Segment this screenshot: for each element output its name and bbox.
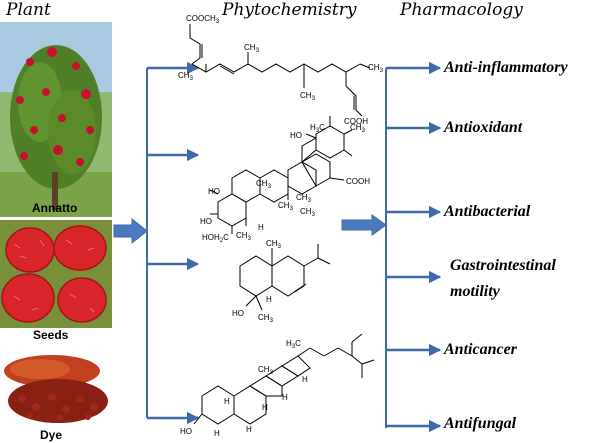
bixin-ch3-label-4: CH3: [368, 63, 384, 74]
sterol-h-label-5: H: [246, 425, 252, 434]
activity-gastrointestinal: Gastrointestinal: [450, 257, 556, 274]
bixin-ch3-label-2: CH3: [244, 43, 260, 54]
sterol-h3c-label: H3C: [286, 339, 301, 350]
annatto-seeds-photo: [0, 220, 112, 328]
compound-bixin-labels: COOCH3 CH3 CH3 CH3 CH3 COOH: [178, 14, 384, 126]
activity-gastrointestinal-motility: motility: [450, 283, 500, 300]
plant-label-dye: Dye: [40, 428, 63, 442]
triterpene-h-label: H: [258, 223, 264, 232]
plant-label-annatto: Annatto: [32, 201, 78, 215]
sterol-h-label-1: H: [302, 375, 308, 384]
compound-sterol-labels: H3C H CH3 H H H H H HO: [180, 339, 308, 438]
sterol-h-label-3: H: [262, 403, 268, 412]
plant-header: Plant: [6, 0, 51, 20]
triterpene-ch3-label-1: CH3: [350, 123, 366, 134]
triterpene-cooh-label: COOH: [346, 177, 370, 186]
phytochemistry-header: Phytochemistry: [222, 0, 357, 20]
compound-triterpenoid-labels: H3C CH3 HO COOH CH3 HO CH3 CH3 HO HOH2C …: [200, 123, 370, 244]
compound-sesquiterpene-structure: [239, 244, 331, 311]
compound-sesquiterpene-labels: CH3 H HO CH3: [232, 239, 282, 324]
annatto-dye-photo: [0, 347, 112, 427]
triterpene-ch3-label-5: CH3: [236, 231, 252, 242]
triterpene-h3c-label: H3C: [310, 123, 325, 134]
triterpene-ch3-label-6: CH3: [296, 193, 312, 204]
sterol-h-label-6: H: [214, 429, 220, 438]
triterpene-ho-label-3: HO: [200, 217, 212, 226]
bixin-cooh-label: COOH: [344, 117, 368, 126]
sesquiterpene-ch3-label-1: CH3: [266, 239, 282, 250]
compound-sterol-structure: [193, 333, 375, 425]
activity-anti-inflammatory: Anti-inflammatory: [444, 59, 568, 76]
triterpene-ch3-label-2: CH3: [256, 179, 272, 190]
activity-antioxidant: Antioxidant: [444, 119, 523, 136]
sterol-ch3-label: CH3: [258, 365, 274, 376]
triterpene-ch3-label-4: CH3: [300, 207, 316, 218]
triterpene-hoh2c-label: HOH2C: [202, 233, 229, 244]
annatto-tree-photo: [0, 22, 112, 217]
sterol-h-label-2: H: [282, 393, 288, 402]
activity-antibacterial: Antibacterial: [444, 203, 531, 220]
compounds-to-activities-arrow: [341, 214, 387, 236]
bixin-ch3-label-1: CH3: [178, 71, 194, 82]
triterpene-ho-label-2: HO: [208, 187, 220, 196]
activity-anticancer: Anticancer: [444, 341, 517, 358]
sesquiterpene-ho-label: HO: [232, 309, 244, 318]
sterol-h-label-4: H: [224, 397, 230, 406]
triterpene-ho-label-1: HO: [290, 131, 302, 140]
bixin-ch3-label-3: CH3: [300, 91, 316, 102]
sterol-ho-label: HO: [180, 427, 192, 436]
plant-to-compounds-arrow: [113, 217, 148, 245]
compound-bixin-structure: [189, 24, 371, 117]
compound-triterpenoid-structure: [209, 116, 353, 234]
bixin-cooch3-label: COOCH3: [186, 14, 220, 25]
sesquiterpene-h-label: H: [266, 295, 272, 304]
plant-label-seeds: Seeds: [33, 328, 69, 342]
activity-antifungal: Antifungal: [444, 415, 517, 432]
sesquiterpene-ch3-label-2: CH3: [258, 313, 274, 324]
pharmacology-header: Pharmacology: [400, 0, 523, 20]
triterpene-ch3-label-3: CH3: [278, 201, 294, 212]
